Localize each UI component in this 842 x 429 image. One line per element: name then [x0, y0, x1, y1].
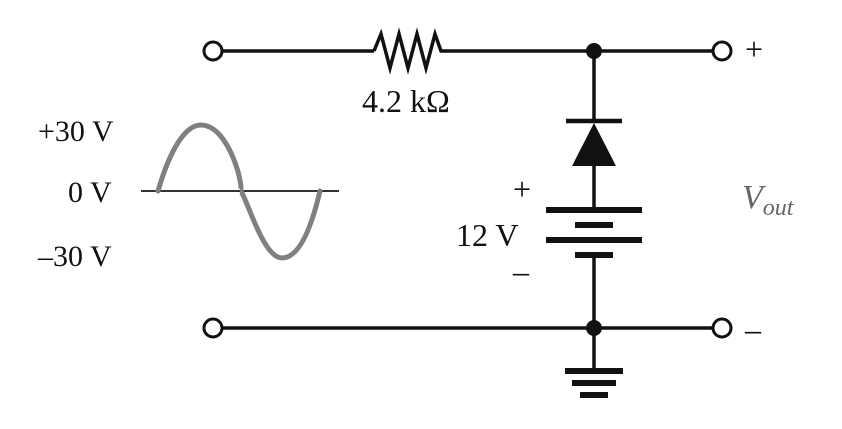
battery-plus-sign: +	[513, 171, 531, 207]
battery-symbol	[546, 207, 642, 258]
vout-label: Vout	[742, 179, 795, 221]
resistor-label: 4.2 kΩ	[362, 83, 450, 119]
resistor-symbol	[372, 27, 446, 75]
waveform-label-negative: –30 V	[37, 240, 112, 273]
output-minus-sign: –	[744, 311, 762, 347]
ground-symbol	[565, 368, 623, 398]
waveform-label-zero: 0 V	[68, 176, 112, 209]
battery-minus-sign: –	[512, 253, 530, 289]
input-terminal-bottom	[202, 317, 224, 339]
bottom-wire	[222, 326, 712, 370]
output-terminal-top	[711, 40, 733, 62]
input-terminal-top	[202, 40, 224, 62]
waveform-label-positive: +30 V	[38, 115, 114, 148]
battery-label: 12 V	[456, 217, 519, 253]
output-plus-sign: +	[745, 31, 763, 67]
input-sine-waveform	[155, 122, 323, 261]
output-terminal-bottom	[711, 317, 733, 339]
diode-symbol	[566, 118, 622, 166]
